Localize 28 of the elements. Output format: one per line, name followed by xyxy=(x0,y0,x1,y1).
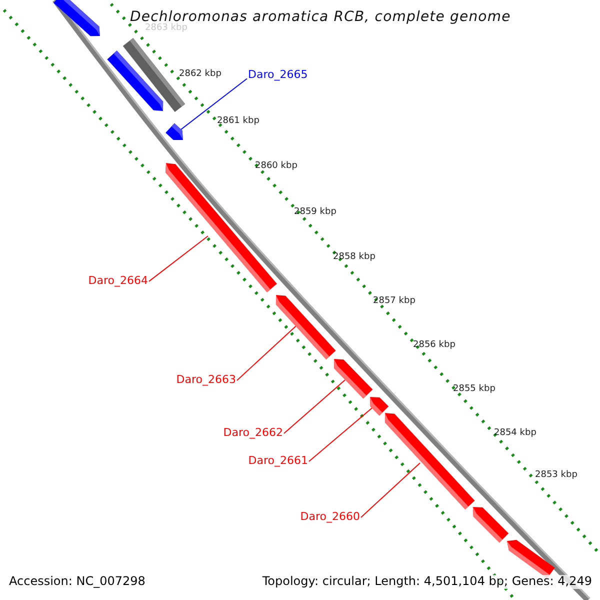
gene-label: Daro_2661 xyxy=(248,455,308,468)
gene-block xyxy=(473,507,509,543)
gene-block xyxy=(334,359,373,399)
scale-label: 2859 kbp xyxy=(294,206,336,217)
title: Dechloromonas aromatica RCB, complete genome xyxy=(130,9,511,25)
scale-label: 2855 kbp xyxy=(453,384,496,394)
gene-label: Daro_2662 xyxy=(223,427,283,440)
scale-label: 2860 kbp xyxy=(255,160,298,171)
gene-label: Daro_2664 xyxy=(88,275,148,288)
gene-block xyxy=(384,413,475,510)
scale-label: 2853 kbp xyxy=(535,470,578,480)
scale-label: 2857 kbp xyxy=(373,296,416,306)
gene-block xyxy=(54,0,100,36)
gene-block xyxy=(107,50,164,111)
gene-block xyxy=(276,295,336,360)
scale-label: 2862 kbp xyxy=(179,68,222,79)
gene-block xyxy=(370,397,389,416)
accession-text: Accession: NC_007298 xyxy=(9,574,146,589)
gene-block xyxy=(166,123,183,140)
scale-label: 2861 kbp xyxy=(217,116,260,126)
gene-label: Daro_2665 xyxy=(248,69,308,82)
gene-label: Daro_2660 xyxy=(300,511,360,524)
scale-label: 2856 kbp xyxy=(413,340,456,350)
genome-info-text: Topology: circular; Length: 4,501,104 bp; Genes: 4,249 xyxy=(262,574,592,589)
scale-label: 2854 kbp xyxy=(494,428,536,438)
gene-label: Daro_2663 xyxy=(176,374,236,387)
gene-block xyxy=(166,163,277,292)
scale-label: 2858 kbp xyxy=(333,252,376,262)
